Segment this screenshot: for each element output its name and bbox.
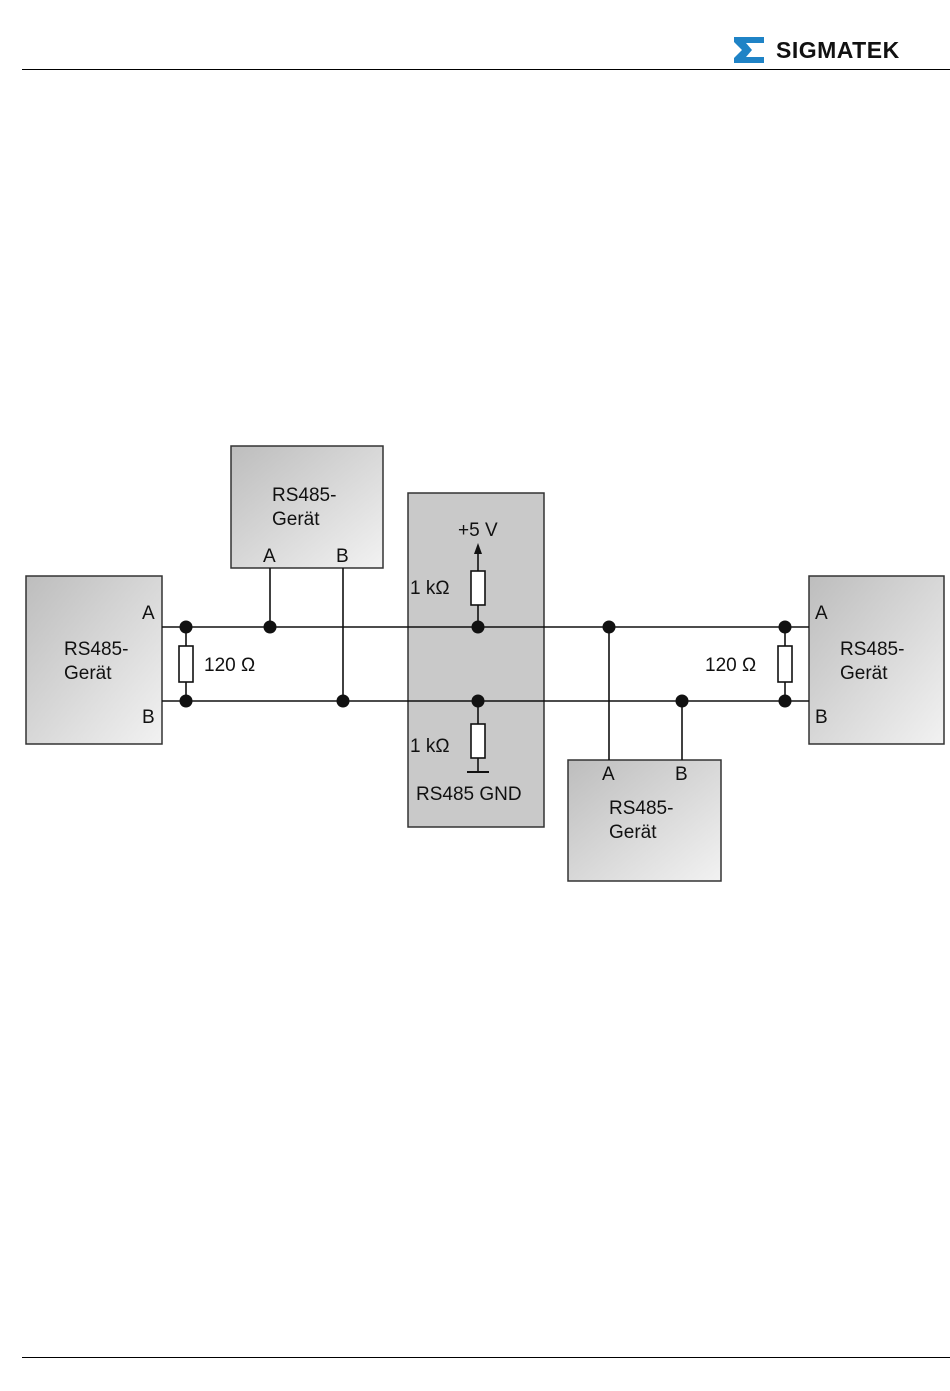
device-box-bottom bbox=[568, 760, 721, 881]
device-bottom-pin-b: B bbox=[675, 764, 688, 785]
junction-dot bbox=[779, 621, 792, 634]
termination-left-label: 120 Ω bbox=[204, 655, 255, 676]
junction-dot bbox=[180, 695, 193, 708]
device-bottom-pin-a: A bbox=[602, 764, 615, 785]
device-top-pin-a: A bbox=[263, 546, 276, 567]
bias-module-box bbox=[408, 493, 544, 827]
device-top-name-line2: Gerät bbox=[272, 509, 320, 530]
device-left-pin-a: A bbox=[142, 603, 155, 624]
device-box-top bbox=[231, 446, 383, 568]
bias-ground-label: RS485 GND bbox=[416, 784, 522, 805]
device-bottom-name-line2: Gerät bbox=[609, 822, 657, 843]
device-right-pin-a: A bbox=[815, 603, 828, 624]
pullup-resistor bbox=[471, 571, 485, 605]
device-right-pin-b: B bbox=[815, 707, 828, 728]
bias-supply-label: +5 V bbox=[458, 520, 498, 541]
junction-dot bbox=[779, 695, 792, 708]
device-left-name-line2: Gerät bbox=[64, 663, 112, 684]
bias-pullup-label: 1 kΩ bbox=[410, 578, 450, 599]
device-top-pin-b: B bbox=[336, 546, 349, 567]
junction-dot bbox=[264, 621, 277, 634]
termination-right-label: 120 Ω bbox=[705, 655, 756, 676]
bias-pulldown-label: 1 kΩ bbox=[410, 736, 450, 757]
termination-resistor-right bbox=[778, 646, 792, 682]
device-left-name-line1: RS485- bbox=[64, 639, 128, 660]
junction-dot bbox=[472, 621, 485, 634]
termination-resistor-left bbox=[179, 646, 193, 682]
device-right-name-line2: Gerät bbox=[840, 663, 888, 684]
pulldown-resistor bbox=[471, 724, 485, 758]
device-right-name-line1: RS485- bbox=[840, 639, 904, 660]
junction-dot bbox=[180, 621, 193, 634]
device-bottom-name-line1: RS485- bbox=[609, 798, 673, 819]
junction-dot bbox=[603, 621, 616, 634]
device-top-name-line1: RS485- bbox=[272, 485, 336, 506]
junction-dot bbox=[472, 695, 485, 708]
device-box-right bbox=[809, 576, 944, 744]
footer-divider bbox=[22, 1357, 950, 1358]
device-left-pin-b: B bbox=[142, 707, 155, 728]
junction-dot bbox=[337, 695, 350, 708]
junction-dot bbox=[676, 695, 689, 708]
